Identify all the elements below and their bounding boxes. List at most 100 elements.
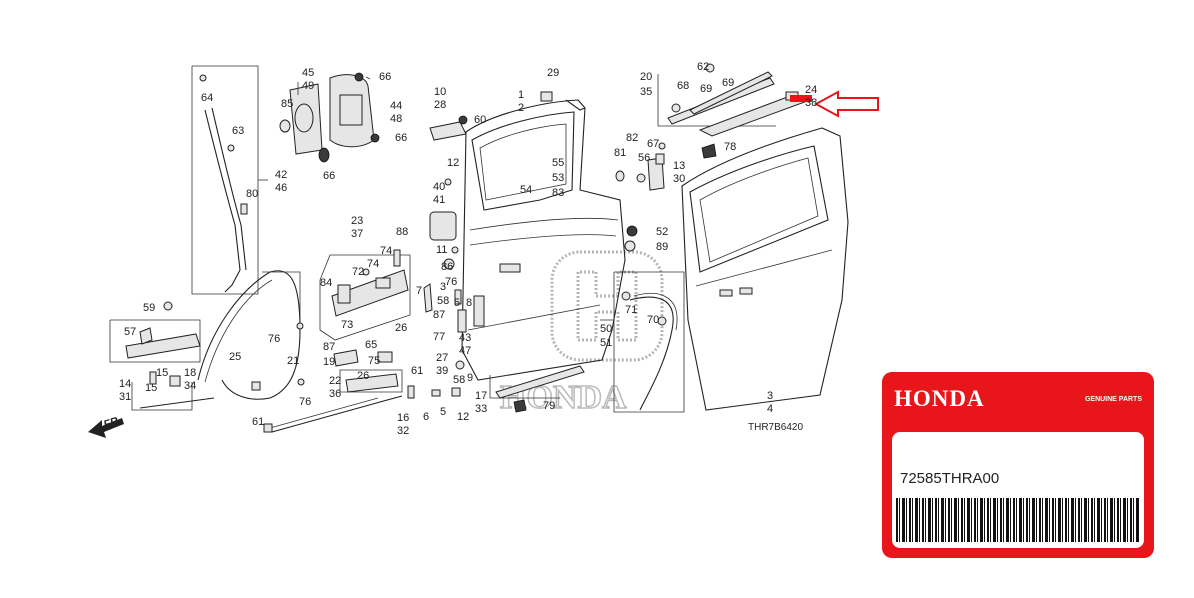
callout-number: 63 — [232, 125, 244, 137]
cable-assembly — [139, 270, 305, 409]
callout-number: 43 — [459, 332, 471, 344]
callout-number: 74 — [367, 258, 379, 270]
callout-number: 5 — [454, 297, 460, 309]
callout-number: 66 — [395, 132, 407, 144]
callout-number: 70 — [647, 314, 659, 326]
callout-number: 58 — [453, 374, 465, 386]
rear-door-panel — [681, 127, 849, 411]
door-cable — [263, 395, 403, 433]
callout-number: 2 — [518, 102, 524, 114]
callout-number: 61 — [252, 416, 264, 428]
callout-number: 69 — [700, 83, 712, 95]
callout-number: 84 — [320, 277, 332, 289]
front-direction-arrow: FR. — [88, 414, 124, 438]
callout-number: 33 — [475, 403, 487, 415]
callout-number: 27 — [436, 352, 448, 364]
callout-number: 68 — [677, 80, 689, 92]
callout-number: 40 — [433, 181, 445, 193]
callout-number: 78 — [724, 141, 736, 153]
door-latch-assembly — [279, 72, 380, 163]
callout-number: 76 — [268, 333, 280, 345]
callout-number: 24 — [805, 84, 817, 96]
callout-number: 80 — [246, 188, 258, 200]
callout-number: 66 — [323, 170, 335, 182]
callout-number: 41 — [433, 194, 445, 206]
callout-number: 88 — [396, 226, 408, 238]
callout-number: 71 — [625, 304, 637, 316]
callout-number: 75 — [368, 355, 380, 367]
callout-number: 46 — [275, 182, 287, 194]
genuine-parts-label: HONDA GENUINE PARTS 72585THRA00 — [882, 372, 1154, 558]
direction-label: FR. — [102, 414, 123, 431]
door-lock-assembly — [319, 249, 411, 341]
callout-number: 82 — [626, 132, 638, 144]
callout-number: 8 — [466, 297, 472, 309]
callout-number: 61 — [411, 365, 423, 377]
callout-number: 49 — [302, 80, 314, 92]
callout-number: 45 — [302, 67, 314, 79]
callout-number: 67 — [647, 138, 659, 150]
lower-bracket-parts — [333, 349, 585, 413]
callout-number: 25 — [229, 351, 241, 363]
part-number: 72585THRA00 — [900, 470, 1000, 487]
callout-number: 62 — [697, 61, 709, 73]
brand-logo-text: HONDA — [894, 386, 985, 411]
callout-number: 36 — [329, 388, 341, 400]
callout-number: 57 — [124, 326, 136, 338]
drawing-code: THR7B6420 — [748, 422, 803, 433]
handle-parts — [423, 115, 468, 333]
callout-number: 66 — [379, 71, 391, 83]
callout-number: 65 — [365, 339, 377, 351]
callout-number: 56 — [638, 152, 650, 164]
callout-number: 53 — [552, 172, 564, 184]
callout-number: 60 — [474, 114, 486, 126]
callout-number: 37 — [351, 228, 363, 240]
callout-number: 42 — [275, 169, 287, 181]
callout-number: 83 — [552, 187, 564, 199]
callout-number: 50 — [600, 323, 612, 335]
callout-number: 85 — [281, 98, 293, 110]
callout-number: 30 — [673, 173, 685, 185]
callout-number: 31 — [119, 391, 131, 403]
callout-number: 47 — [459, 345, 471, 357]
indicator-arrow — [790, 90, 879, 118]
callout-number: 12 — [457, 411, 469, 423]
callout-number: 51 — [600, 337, 612, 349]
callout-number: 59 — [143, 302, 155, 314]
callout-number: 77 — [433, 331, 445, 343]
callout-number: 87 — [323, 341, 335, 353]
callout-number: 20 — [640, 71, 652, 83]
callout-number: 7 — [416, 285, 422, 297]
callout-number: 76 — [299, 396, 311, 408]
callout-number: 23 — [351, 215, 363, 227]
callout-number: 79 — [543, 400, 555, 412]
label-white-panel: 72585THRA00 — [892, 432, 1144, 548]
callout-number: 28 — [434, 99, 446, 111]
callout-number: 17 — [475, 390, 487, 402]
callout-number: 87 — [433, 309, 445, 321]
callout-number: 15 — [145, 382, 157, 394]
callout-number: 26 — [395, 322, 407, 334]
callout-number: 69 — [722, 77, 734, 89]
callout-number: 4 — [767, 403, 773, 415]
callout-number: 22 — [329, 375, 341, 387]
callout-number: 54 — [520, 184, 532, 196]
callout-number: 21 — [287, 355, 299, 367]
roller-hinge-assembly — [615, 153, 665, 252]
callout-number: 29 — [547, 67, 559, 79]
callout-number: 15 — [156, 367, 168, 379]
callout-number: 81 — [614, 147, 626, 159]
callout-number: 35 — [640, 86, 652, 98]
genuine-parts-tagline: GENUINE PARTS — [1084, 396, 1142, 403]
callout-number: 44 — [390, 100, 402, 112]
callout-number: 89 — [656, 241, 668, 253]
callout-number: 16 — [397, 412, 409, 424]
callout-number: 52 — [656, 226, 668, 238]
callout-number: 73 — [341, 319, 353, 331]
callout-number: 18 — [184, 367, 196, 379]
callout-number: 38 — [805, 97, 817, 109]
callout-number: 34 — [184, 380, 196, 392]
front-door-panel — [461, 91, 626, 381]
